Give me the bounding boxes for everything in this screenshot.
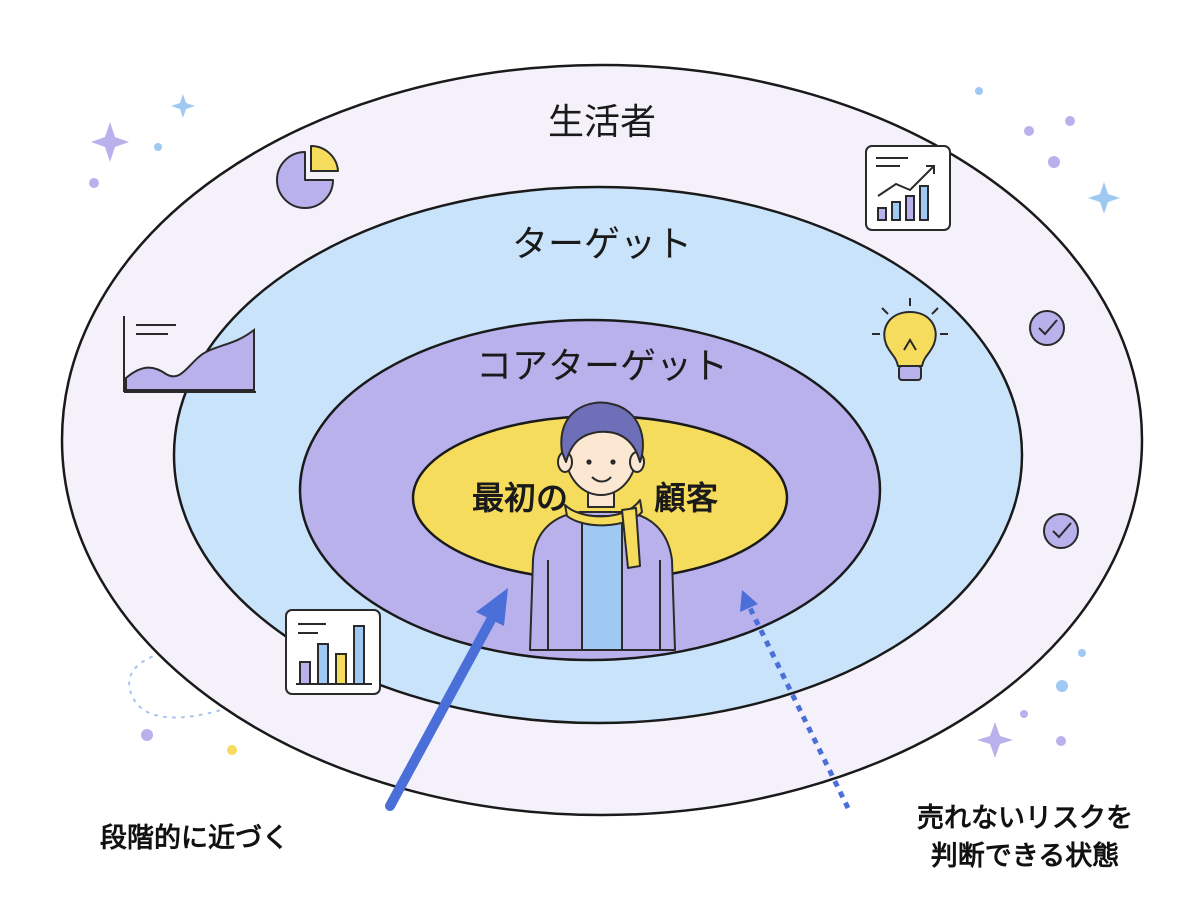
label-target: ターゲット bbox=[512, 224, 692, 265]
person-illustration bbox=[529, 401, 676, 651]
area-chart-icon bbox=[123, 316, 256, 393]
risk-arrow bbox=[740, 590, 851, 810]
note-risk: 売れないリスクを 判断できる状態 bbox=[890, 800, 1160, 876]
decor-dots bbox=[89, 87, 1086, 755]
label-first: 最初の bbox=[472, 479, 568, 517]
pie-chart-icon bbox=[276, 144, 339, 209]
note-risk-line2: 判断できる状態 bbox=[930, 841, 1120, 872]
check-circle-icon bbox=[1043, 513, 1079, 549]
approach-arrow bbox=[385, 588, 508, 811]
lightbulb-icon bbox=[872, 298, 948, 381]
sparkle-icon bbox=[91, 94, 1120, 758]
note-risk-line1: 売れないリスクを bbox=[917, 803, 1133, 834]
trend-chart-icon bbox=[865, 145, 951, 231]
label-core-target: コアターゲット bbox=[476, 346, 728, 387]
label-consumers: 生活者 bbox=[548, 102, 656, 143]
label-customer: 顧客 bbox=[654, 479, 718, 517]
bar-chart-icon bbox=[285, 609, 381, 695]
note-approach: 段階的に近づく bbox=[100, 823, 289, 854]
check-circle-icon bbox=[1029, 310, 1065, 346]
